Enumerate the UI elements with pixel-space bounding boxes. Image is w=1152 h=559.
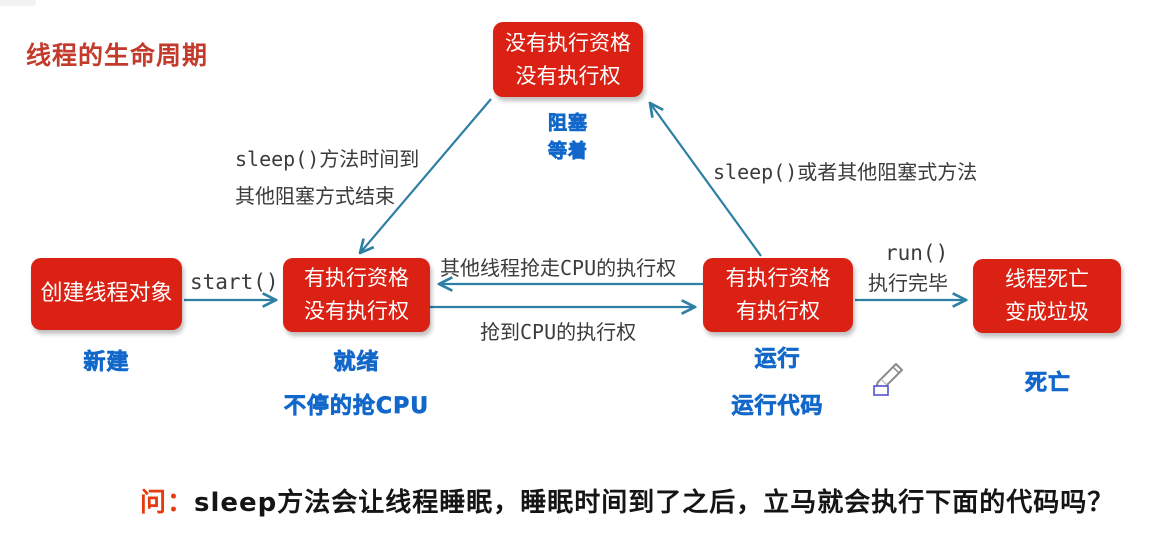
node-dead-line1: 线程死亡 (1005, 267, 1089, 292)
state-label-dead: 死亡 (1024, 371, 1071, 397)
node-dead-line2: 变成垃圾 (1005, 300, 1089, 324)
node-ready-line2: 没有执行权 (304, 299, 409, 323)
node-ready: 有执行资格 没有执行权 (283, 258, 430, 332)
node-blocked-line1: 没有执行资格 (505, 30, 631, 55)
edge-label-wake-line1: sleep()方法时间到 (235, 147, 420, 171)
state-label-blocked-line2: 等着 (547, 139, 588, 162)
node-blocked: 没有执行资格 没有执行权 (493, 22, 643, 97)
state-label-running: 运行 (754, 347, 801, 373)
edge-label-wake-line2: 其他阻塞方式结束 (235, 184, 395, 208)
page-title: 线程的生命周期 (26, 41, 209, 70)
edge-label-block: sleep()或者其他阻塞式方法 (713, 160, 978, 184)
edge-label-start: start() (190, 270, 279, 294)
node-dead: 线程死亡 变成垃圾 (973, 259, 1121, 333)
edge-label-preempt: 其他线程抢走CPU的执行权 (440, 256, 677, 280)
state-label-blocked: 阻塞 等着 (515, 110, 621, 165)
state-label-ready-note: 不停的抢CPU (283, 394, 430, 420)
state-label-running-note: 运行代码 (731, 394, 824, 420)
state-label-blocked-line1: 阻塞 (547, 112, 588, 135)
question-text: sleep方法会让线程睡眠，睡眠时间到了之后，立马就会执行下面的代码吗？ (194, 488, 1115, 518)
edge-label-acquire: 抢到CPU的执行权 (480, 320, 637, 344)
state-label-ready: 就绪 (333, 350, 380, 376)
node-running-line2: 有执行权 (736, 299, 820, 323)
node-created-line1: 创建线程对象 (40, 280, 173, 306)
node-created: 创建线程对象 (31, 258, 182, 330)
node-running-line1: 有执行资格 (725, 266, 831, 291)
question-line: 问：sleep方法会让线程睡眠，睡眠时间到了之后，立马就会执行下面的代码吗？ (140, 482, 1114, 519)
pencil-cursor-icon (868, 358, 908, 398)
node-running: 有执行资格 有执行权 (703, 258, 853, 332)
selection-rect (873, 385, 889, 396)
question-prefix: 问： (140, 488, 195, 518)
edge-label-run-line2: 执行完毕 (868, 271, 948, 295)
node-blocked-line2: 没有执行权 (515, 63, 621, 88)
edge-label-run-line1: run() (885, 241, 949, 265)
node-ready-line1: 有执行资格 (304, 266, 409, 291)
corner-artifact (0, 0, 36, 6)
arrow-wake (360, 98, 492, 253)
state-label-created: 新建 (83, 350, 130, 376)
